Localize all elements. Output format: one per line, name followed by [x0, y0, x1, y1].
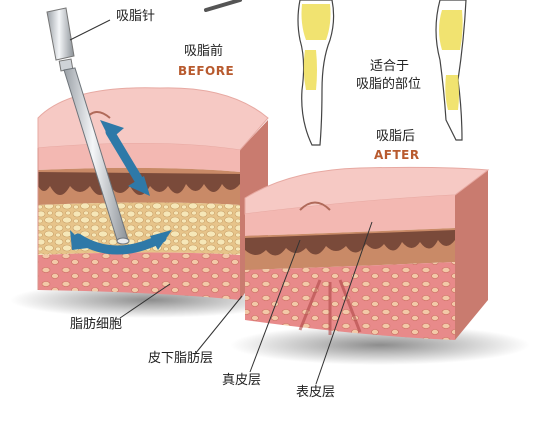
after-epidermis-front — [245, 195, 455, 236]
after-deep-layer — [245, 262, 455, 340]
label-cannula: 吸脂针 — [116, 9, 156, 24]
liposuction-cannula — [46, 7, 130, 245]
label-after-cn: 吸脂后 — [376, 129, 416, 144]
before-epidermis-front — [38, 143, 240, 172]
label-before-en: BEFORE — [178, 64, 235, 78]
body-silhouettes — [204, 0, 467, 146]
label-suitable-line2: 吸脂的部位 — [356, 77, 422, 92]
side-hip-highlight — [439, 10, 463, 50]
leader-lines — [69, 19, 373, 385]
label-epidermis: 表皮层 — [296, 385, 336, 400]
label-after-en: AFTER — [374, 148, 420, 162]
label-subcutaneous-fat: 皮下脂肪层 — [148, 351, 214, 366]
cannula-motion-arrows — [70, 120, 172, 255]
label-fat-cells: 脂肪细胞 — [70, 317, 123, 332]
label-before-cn: 吸脂前 — [184, 44, 224, 59]
label-dermis: 真皮层 — [222, 373, 262, 388]
before-deep-layer — [38, 252, 240, 300]
front-hip-highlight — [301, 4, 331, 40]
after-skin-block — [244, 166, 490, 340]
label-suitable-line1: 适合于 — [370, 59, 410, 74]
after-block-side — [455, 170, 488, 340]
after-dermis-ridges — [245, 230, 455, 256]
before-skin-block — [37, 87, 269, 300]
